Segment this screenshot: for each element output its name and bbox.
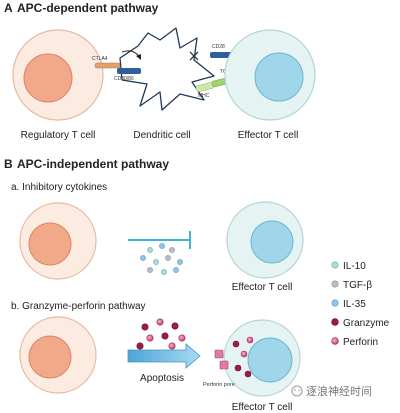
effector-t-cell-b2 bbox=[223, 319, 301, 397]
cd80-86-ligand bbox=[117, 68, 141, 74]
perforin-dot bbox=[178, 334, 186, 342]
legend-swatch-granzyme bbox=[331, 318, 339, 326]
legend-label-tgf-beta: TGF-β bbox=[343, 280, 372, 291]
effector-t-cell-label-a: Effector T cell bbox=[238, 130, 299, 141]
perforin-pore bbox=[219, 360, 229, 370]
cytokine-dot bbox=[140, 255, 146, 261]
cytokine-dot bbox=[153, 259, 159, 265]
granzyme-dot bbox=[161, 332, 169, 340]
cytokine-dots bbox=[140, 243, 183, 275]
wechat-icon bbox=[291, 385, 303, 397]
mhc-label: MHC bbox=[198, 93, 210, 99]
legend-label-granzyme: Granzyme bbox=[343, 318, 390, 329]
perforin-dot bbox=[146, 334, 154, 342]
granzyme-dot bbox=[141, 323, 149, 331]
cytokine-dot bbox=[173, 267, 179, 273]
perforin-pore bbox=[214, 349, 224, 359]
cytokine-dot bbox=[169, 247, 175, 253]
cytokine-dot bbox=[159, 243, 165, 249]
ctla4-label: CTLA4 bbox=[92, 56, 108, 62]
apoptosis-label: Apoptosis bbox=[140, 373, 184, 384]
effector-t-cell-label-b2: Effector T cell bbox=[232, 402, 293, 413]
cytokine-dot bbox=[177, 259, 183, 265]
watermark: 逐浪神经时间 bbox=[291, 384, 372, 398]
granzyme-dot bbox=[136, 342, 144, 350]
dendritic-cell-label: Dendritic cell bbox=[133, 130, 190, 141]
legend-label-perforin: Perforin bbox=[343, 337, 378, 348]
legend-label-il35: IL-35 bbox=[343, 299, 366, 310]
dendritic-cell bbox=[119, 27, 215, 111]
legend-swatch-il10 bbox=[331, 261, 339, 269]
cd28-label: CD28 bbox=[212, 44, 225, 50]
section-a-title: APC-dependent pathway bbox=[17, 1, 159, 15]
granzyme-dot bbox=[234, 364, 242, 372]
perforin-pores bbox=[214, 349, 229, 370]
granzyme-perforin-heading: b. Granzyme-perforin pathway bbox=[11, 301, 146, 312]
effector-t-cell-a bbox=[224, 29, 316, 121]
legend-swatch-il35 bbox=[331, 299, 339, 307]
regulatory-t-cell-b1 bbox=[19, 202, 97, 280]
regulatory-t-cell-label: Regulatory T cell bbox=[21, 130, 96, 141]
section-b-title: APC-independent pathway bbox=[17, 157, 169, 171]
regulatory-t-cell bbox=[12, 29, 104, 121]
legend-swatch-perforin bbox=[331, 337, 339, 345]
cytokine-dot bbox=[165, 255, 171, 261]
granzyme-perforin-dots bbox=[136, 318, 186, 350]
inhibitory-cytokines-heading: a. Inhibitory cytokines bbox=[11, 182, 107, 193]
granzyme-dot bbox=[232, 340, 240, 348]
granzyme-dot bbox=[171, 322, 179, 330]
cytokine-dot bbox=[147, 247, 153, 253]
perforin-dot bbox=[246, 336, 254, 344]
perforin-dot bbox=[240, 350, 248, 358]
ctla4-receptor bbox=[94, 62, 121, 69]
ctla4-binding-arrowhead bbox=[136, 54, 141, 60]
apoptosis-arrow bbox=[127, 343, 201, 369]
watermark-text: 逐浪神经时间 bbox=[306, 384, 372, 398]
effector-t-cell-label-b1: Effector T cell bbox=[232, 282, 293, 293]
section-b-letter: B bbox=[4, 157, 13, 171]
regulatory-t-cell-b2 bbox=[19, 316, 97, 394]
internal-granzyme-dots bbox=[232, 336, 254, 378]
effector-t-cell-b1 bbox=[226, 201, 304, 279]
cytokine-dot bbox=[161, 269, 167, 275]
blocked-x-icon bbox=[189, 51, 199, 61]
perforin-pore-label: Perforin pore bbox=[203, 382, 235, 388]
granzyme-dot bbox=[244, 370, 252, 378]
legend-label-il10: IL-10 bbox=[343, 261, 366, 272]
section-a-letter: A bbox=[4, 1, 13, 15]
legend-swatch-tgf-beta bbox=[331, 280, 339, 288]
mhc-molecule bbox=[195, 82, 215, 92]
perforin-dot bbox=[156, 318, 164, 326]
legend: IL-10 TGF-β IL-35 Granzyme Perforin bbox=[331, 261, 390, 348]
inhibition-bar bbox=[128, 231, 191, 249]
cytokine-dot bbox=[147, 267, 153, 273]
cd28-receptor bbox=[210, 52, 234, 58]
perforin-dot bbox=[168, 342, 176, 350]
cd80-86-label: CD80/86 bbox=[114, 76, 134, 82]
